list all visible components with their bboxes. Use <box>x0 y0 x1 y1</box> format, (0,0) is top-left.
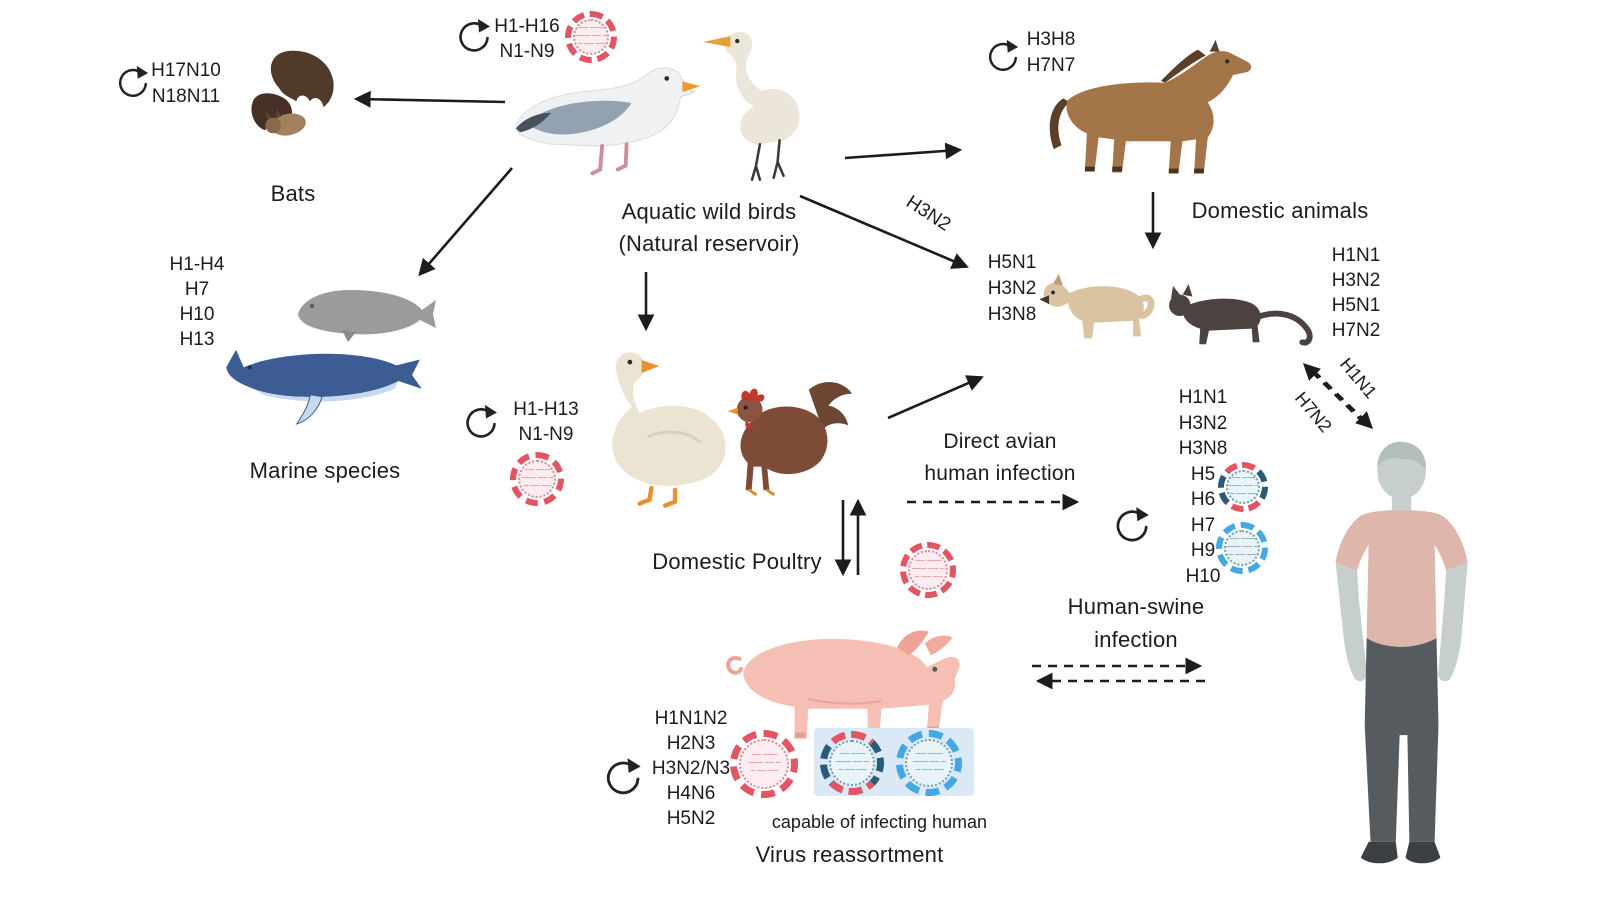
strain-label: H13 <box>179 329 215 350</box>
arrow-birds-to-horse <box>844 142 963 160</box>
virus-reassortment-label: Virus reassortment <box>755 842 944 867</box>
strain-label: H1N1N2 <box>654 708 728 729</box>
cycle-arrow-icon <box>1110 505 1152 547</box>
virus-icon-red <box>510 452 564 506</box>
wild-birds-label-line1: Aquatic wild birds <box>621 199 797 224</box>
strain-label: H5N1 <box>987 252 1037 273</box>
strain-label: H5 <box>1190 463 1216 485</box>
strain-label: H5N2 <box>666 808 716 829</box>
cycle-arrow-icon <box>983 38 1021 76</box>
strain-label: N1-N9 <box>518 424 574 445</box>
domestic-animals-label: Domestic animals <box>1191 198 1369 223</box>
strain-label: H2N3 <box>666 733 716 754</box>
strain-label: H3N8 <box>987 304 1037 325</box>
domestic-animals-strain-list: H3H8 H7N7 <box>1008 27 1094 79</box>
direct-avian-label-line2: human infection <box>924 462 1076 485</box>
virus-icon-mixed <box>820 731 884 795</box>
whale-illustration <box>218 338 433 428</box>
strain-label: H1N1 <box>1178 387 1228 408</box>
arrow-poultry-to-dog <box>887 375 984 420</box>
egret-illustration <box>695 22 813 185</box>
virus-icon-red <box>565 11 617 63</box>
poultry-strain-list: H1-H13 N1-N9 <box>504 397 588 447</box>
cycle-arrow-icon <box>460 403 500 443</box>
swine-strain-list: H1N1N2 H2N3 H3N2/N3 H4N6 H5N2 <box>638 706 744 831</box>
wild-birds-strain-list: H1-H16 N1-N9 <box>486 14 568 64</box>
strain-label: H7 <box>1190 514 1216 536</box>
virus-icon-mixed <box>1218 462 1268 512</box>
strain-label: H17N10 <box>151 60 221 81</box>
human-swine-label-line1: Human-swine <box>1067 594 1205 619</box>
strain-label: H9 <box>1190 540 1216 561</box>
strain-label: H7N7 <box>1026 55 1076 76</box>
strain-label: N1-N9 <box>499 41 555 62</box>
strain-label: H10 <box>1185 565 1221 587</box>
strain-label: N18N11 <box>151 86 221 107</box>
strain-label: H3H8 <box>1026 29 1076 50</box>
goose-illustration <box>565 342 737 508</box>
swine-caption: capable of infecting human <box>771 812 988 832</box>
bat-illustration <box>246 44 338 148</box>
cat-illustration <box>1160 282 1325 352</box>
strain-label: H3N2 <box>1178 412 1228 434</box>
strain-label: H1-H13 <box>513 399 579 420</box>
strain-label: H5N1 <box>1331 295 1381 316</box>
strain-label: H10 <box>179 304 215 325</box>
chicken-illustration <box>722 372 865 512</box>
strain-label: H3N8 <box>1178 438 1228 459</box>
horse-illustration <box>1025 36 1295 192</box>
bats-strain-list: H17N10 N18N11 <box>144 58 228 110</box>
cycle-arrow-icon <box>453 17 493 57</box>
virus-icon-blue <box>896 730 962 796</box>
virus-icon-red <box>730 730 798 798</box>
strain-label: H3N2 <box>1331 270 1381 291</box>
strain-label: H4N6 <box>666 783 716 804</box>
cat-strain-list: H1N1 H3N2 H5N1 H7N2 <box>1316 243 1396 343</box>
seagull-illustration <box>496 52 721 194</box>
arrow-birds-to-bats <box>353 90 506 108</box>
strain-label: H7N2 <box>1331 320 1381 341</box>
human-infection-strain-list: H1N1 H3N2 H3N8 H5 H6 H7 H9 H10 <box>1158 385 1248 589</box>
human-illustration <box>1322 430 1487 885</box>
virus-icon-red <box>900 542 956 598</box>
strain-label: H3N2 <box>987 278 1037 299</box>
dog-illustration <box>1038 268 1158 354</box>
bats-label: Bats <box>270 181 316 206</box>
cycle-arrow-icon <box>600 756 644 800</box>
strain-label: H3N2/N3 <box>651 758 731 779</box>
edge-label-h3n2: H3N2 <box>902 191 955 236</box>
edge-label-h1n1: H1N1 <box>1335 354 1381 403</box>
virus-icon-blue <box>1216 522 1268 574</box>
poultry-label: Domestic Poultry <box>652 549 822 574</box>
strain-label: H1-H4 <box>169 254 225 275</box>
wild-birds-label-line2: (Natural reservoir) <box>618 231 800 256</box>
marine-strain-list: H1-H4 H7 H10 H13 <box>157 252 237 352</box>
dog-strain-list: H5N1 H3N2 H3N8 <box>972 250 1052 328</box>
direct-avian-label-line1: Direct avian <box>943 430 1057 453</box>
cycle-arrow-icon <box>113 64 151 102</box>
marine-label: Marine species <box>249 458 401 483</box>
strain-label: H1N1 <box>1331 245 1381 266</box>
strain-label: H7 <box>184 279 210 300</box>
strain-label: H1-H16 <box>494 16 560 37</box>
manatee-illustration <box>290 282 440 344</box>
strain-label: H6 <box>1190 489 1216 510</box>
human-swine-label-line2: infection <box>1094 627 1178 652</box>
